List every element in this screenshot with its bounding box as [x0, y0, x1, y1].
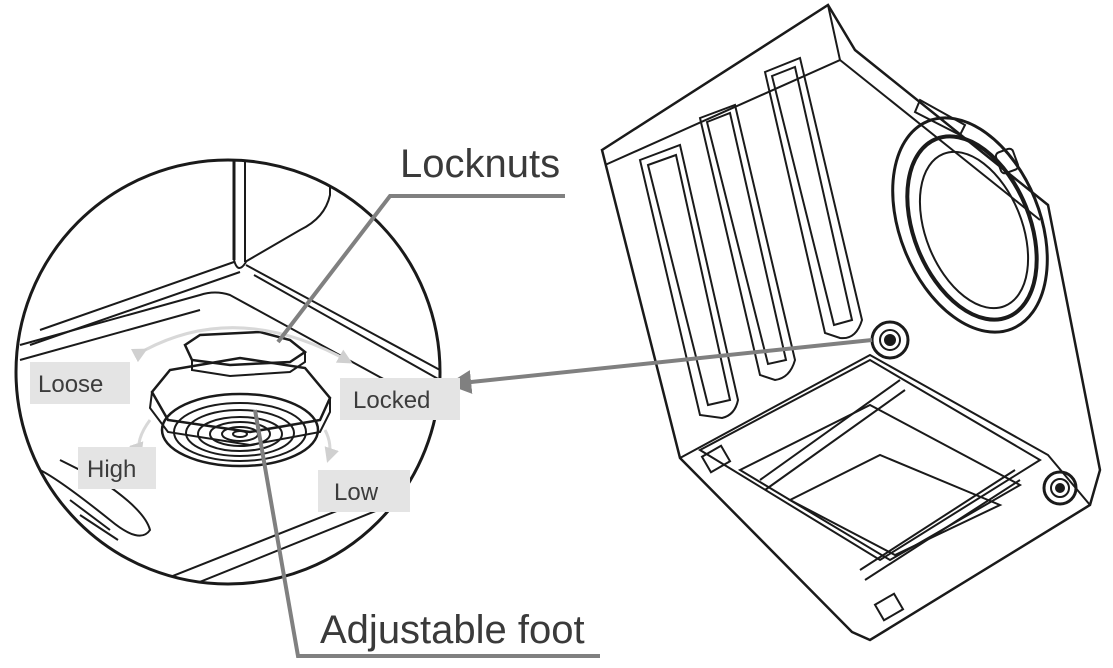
locknuts-label: Locknuts: [400, 142, 560, 186]
rotation-arc-top: [130, 326, 353, 364]
tag-locked: Locked: [340, 378, 460, 420]
locknuts-leader-line: [276, 194, 565, 344]
tag-low: Low: [318, 470, 410, 512]
tag-locked-text: Locked: [353, 387, 430, 414]
adjustable-foot-label: Adjustable foot: [320, 608, 585, 652]
washing-machine-illustration: [600, 3, 1102, 642]
tag-high: High: [78, 447, 156, 489]
tag-high-text: High: [87, 456, 136, 483]
tag-low-text: Low: [334, 479, 379, 506]
foot-pointer-arrow: [447, 338, 873, 394]
adjustable-foot-leader-line: [253, 409, 600, 658]
tag-loose: Loose: [30, 362, 130, 404]
rotation-arc-bottom-right: [323, 429, 339, 463]
tag-loose-text: Loose: [38, 371, 103, 398]
